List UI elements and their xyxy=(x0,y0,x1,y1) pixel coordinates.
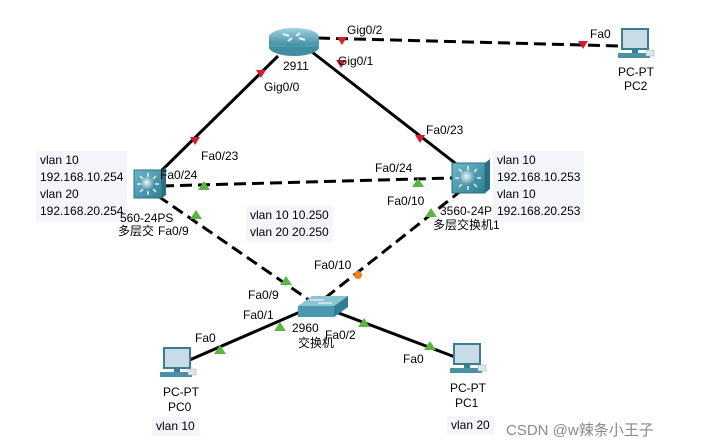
note-line: vlan 10 xyxy=(156,419,195,433)
mls1-model-label: 3560-24P xyxy=(440,204,493,218)
note-line: 192.168.20.253 xyxy=(497,204,581,218)
port-label-pc0-fa0: Fa0 xyxy=(195,331,216,345)
note-line: vlan 10 xyxy=(497,187,536,201)
link-sw-pc0[interactable] xyxy=(184,310,301,364)
port-label-mls1-fa010: Fa0/10 xyxy=(387,194,425,208)
note-pc1-vlan: vlan 20 xyxy=(447,416,494,435)
port-label-sw-fa01: Fa0/1 xyxy=(243,308,274,322)
note-mls0-vlan-ips: vlan 10 192.168.10.254 vlan 20 192.168.2… xyxy=(36,151,128,221)
link-mls1-sw[interactable] xyxy=(319,188,463,304)
mls0-model-label: 560-24PS xyxy=(120,211,174,225)
note-line: vlan 10 xyxy=(40,153,79,167)
status-blocking-sw-fa010 xyxy=(354,271,362,279)
pc2-name-label: PC2 xyxy=(624,79,648,93)
status-up-sw-fa02 xyxy=(358,318,370,327)
port-label-router-g01: Gig0/1 xyxy=(338,54,374,68)
port-label-mls0-fa023: Fa0/23 xyxy=(201,149,239,163)
pc0-type-label: PC-PT xyxy=(163,385,199,399)
link-mls0-mls1[interactable] xyxy=(161,176,453,188)
status-down-router-g00 xyxy=(256,70,266,78)
switch-2960-icon[interactable] xyxy=(298,296,348,317)
note-line: vlan 20 xyxy=(40,187,79,201)
note-switch-vlan-ips: vlan 10 10.250 vlan 20 20.250 xyxy=(246,206,333,242)
switch-name-label: 交换机 xyxy=(298,336,335,350)
port-label-pc1-fa0: Fa0 xyxy=(403,352,424,366)
status-up-sw-fa09 xyxy=(280,276,292,285)
router-model-label: 2911 xyxy=(283,59,309,73)
pc2-type-label: PC-PT xyxy=(618,65,654,79)
status-up-pc0-fa0 xyxy=(214,345,226,354)
mls1-name-label: 多层交换机1 xyxy=(433,218,500,232)
port-label-pc2-fa0: Fa0 xyxy=(590,27,611,41)
link-router-mls1[interactable] xyxy=(311,50,465,172)
pc1-type-label: PC-PT xyxy=(450,381,486,395)
port-label-mls1-fa024: Fa0/24 xyxy=(375,161,413,175)
mls0-name-label: 多层交 xyxy=(118,224,155,238)
status-up-mls0-fa09 xyxy=(190,210,202,219)
link-router-mls0[interactable] xyxy=(150,54,280,182)
pc1-name-label: PC1 xyxy=(455,396,479,410)
links xyxy=(150,36,621,364)
multilayer-switch-1-icon[interactable] xyxy=(451,159,490,194)
pc2-icon[interactable] xyxy=(618,28,655,58)
status-up-mls1-fa010 xyxy=(425,208,437,217)
port-label-mls1-fa023: Fa0/23 xyxy=(426,123,464,137)
status-up-pc1-fa0 xyxy=(424,341,436,350)
note-line: vlan 20 xyxy=(451,418,490,432)
pc0-name-label: PC0 xyxy=(168,400,192,414)
note-line: 192.168.10.253 xyxy=(497,170,581,184)
link-router-pc2[interactable] xyxy=(317,36,621,48)
note-mls1-vlan-ips: vlan 10 192.168.10.253 vlan 10 192.168.2… xyxy=(493,151,585,221)
status-up-mls1-fa024 xyxy=(412,178,424,187)
port-label-mls0-fa024: Fa0/24 xyxy=(160,168,198,182)
pc0-icon[interactable] xyxy=(160,347,197,377)
switch-model-label: 2960 xyxy=(292,321,319,335)
note-pc0-vlan: vlan 10 xyxy=(152,417,199,436)
note-line: vlan 10 10.250 xyxy=(250,208,329,222)
status-down-mls1-fa023 xyxy=(415,135,425,143)
pc1-icon[interactable] xyxy=(450,343,487,373)
status-down-router-g01 xyxy=(336,60,346,68)
link-status-markers xyxy=(190,37,588,354)
status-up-sw-fa01 xyxy=(274,322,286,331)
status-up-mls0-fa024 xyxy=(198,181,210,190)
status-down-router-g02 xyxy=(337,37,347,45)
port-label-sw-fa010: Fa0/10 xyxy=(314,258,352,272)
port-label-sw-fa02: Fa0/2 xyxy=(325,328,356,342)
multilayer-switch-0-icon[interactable] xyxy=(133,167,166,199)
port-label-router-g00: Gig0/0 xyxy=(264,80,300,94)
status-down-mls0-fa023 xyxy=(190,137,200,145)
port-label-mls0-fa09: Fa0/9 xyxy=(158,224,189,238)
note-line: vlan 20 20.250 xyxy=(250,225,329,239)
port-label-router-g02: Gig0/2 xyxy=(347,23,383,37)
note-line: 192.168.10.254 xyxy=(40,170,124,184)
port-label-sw-fa09: Fa0/9 xyxy=(248,288,279,302)
watermark: CSDN @w辣条小王子 xyxy=(506,422,654,439)
router-2911-icon[interactable] xyxy=(269,28,319,56)
note-line: 192.168.20.254 xyxy=(40,204,124,218)
note-line: vlan 10 xyxy=(497,153,536,167)
status-down-pc2-fa0 xyxy=(578,41,588,49)
